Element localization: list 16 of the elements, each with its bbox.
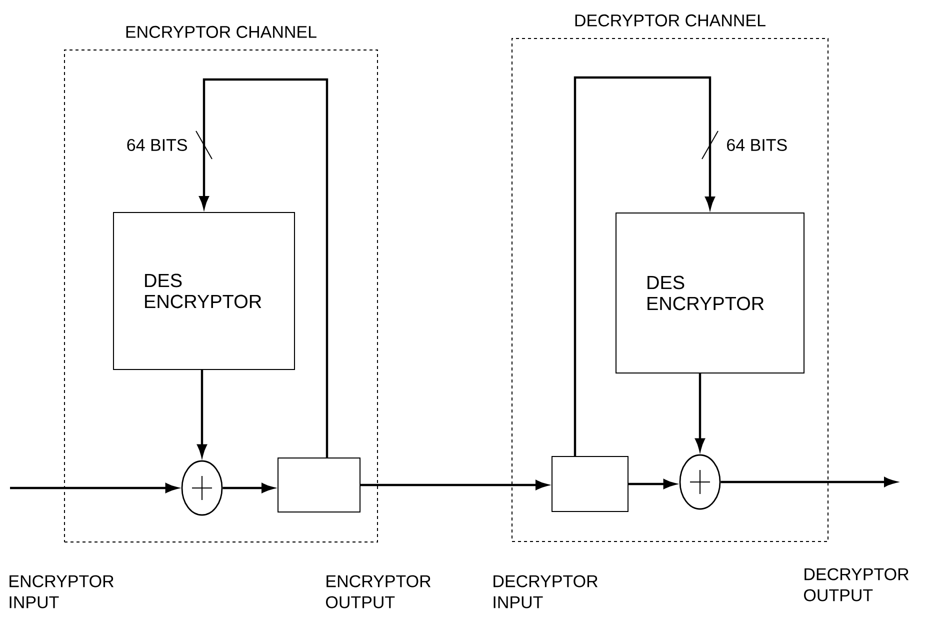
io-label: ENCRYPTOR INPUT (10, 575, 114, 608)
register-box (278, 458, 360, 512)
io-label: DECRYPTOR INPUT (494, 575, 598, 608)
xor-symbol (181, 460, 223, 516)
register-box (552, 456, 628, 512)
node-label: ENCRYPTOR CHANNEL (126, 26, 316, 38)
edge-label: 64 BITS (727, 138, 787, 152)
node-label: DECRYPTOR CHANNEL (575, 14, 766, 26)
io-label: DECRYPTOR OUTPUT (804, 568, 909, 602)
edge-label: 64 BITS (127, 138, 187, 152)
feedback-arrow (196, 78, 328, 458)
feedback-arrow (574, 76, 718, 456)
encryptor-box: DES ENCRYPTOR (113, 212, 295, 370)
encryptor-box: DES ENCRYPTOR (616, 212, 804, 374)
xor-symbol (679, 454, 721, 510)
io-label: ENCRYPTOR OUTPUT (326, 575, 431, 608)
